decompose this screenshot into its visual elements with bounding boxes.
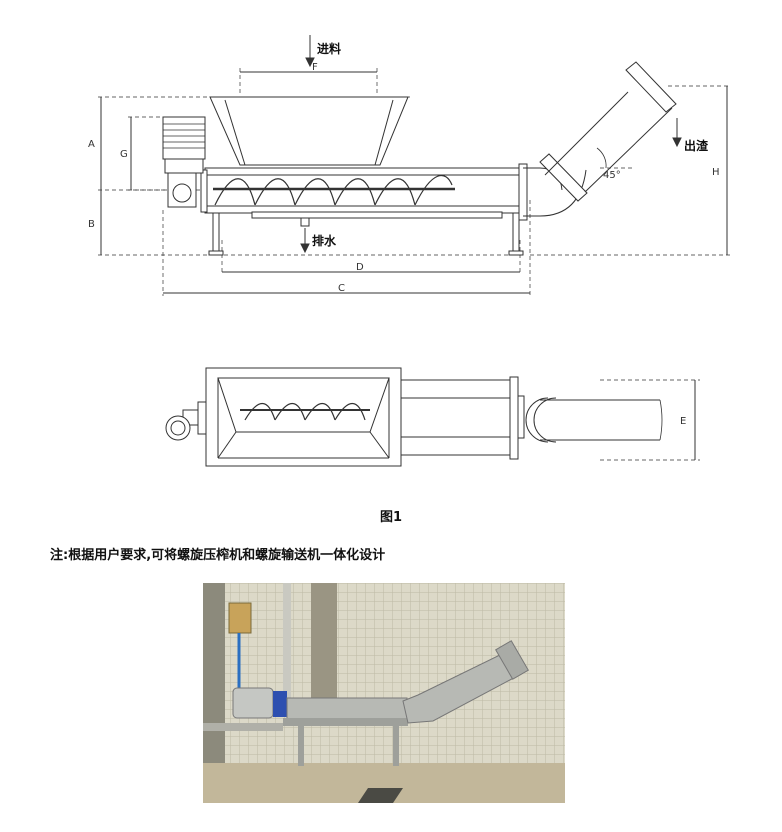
dim-f-label: F [312,62,318,73]
design-note: 注:根据用户要求,可将螺旋压榨机和螺旋输送机一体化设计 [50,548,386,563]
figure-caption: 图1 [379,510,403,525]
dim-g-label: G [120,149,128,160]
dim-c-label: C [338,283,345,294]
discharge-label: 出渣 [684,138,709,153]
dim-h-label: H [712,167,720,178]
drain-label: 排水 [312,233,337,248]
dim-e-label: E [680,416,686,427]
dim-b-label: B [88,219,95,230]
dim-a-label: A [88,139,95,150]
installation-photo [203,583,565,803]
dim-d-label: D [356,262,364,273]
angle-label: 45° [603,170,621,181]
feed-label: 进料 [317,41,341,56]
top-view-drawing [165,367,700,467]
side-view-drawing: A B G F D C H 45° 进料 排水 出渣 [88,35,730,467]
